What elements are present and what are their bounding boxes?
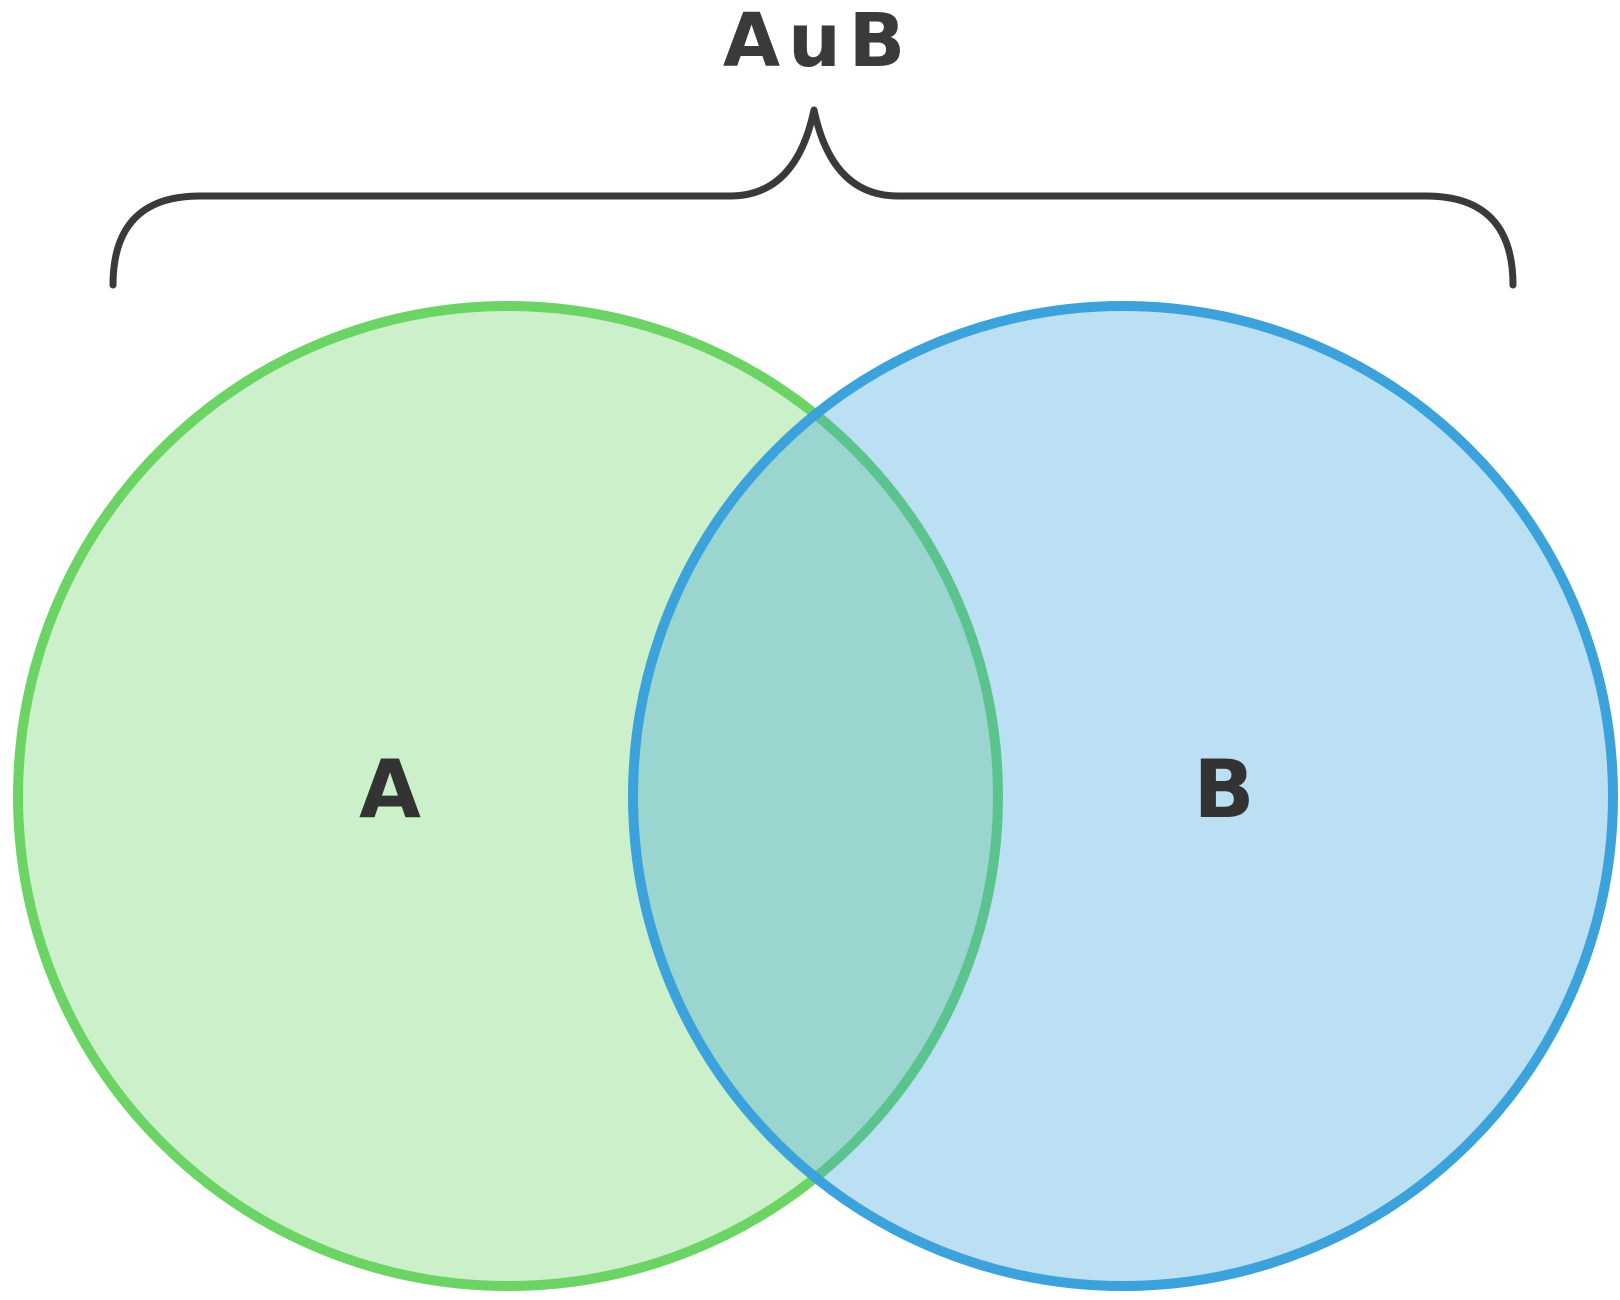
union-brace [109,106,1517,289]
set-b-circle [628,301,1618,1291]
set-b-label: B [1194,743,1255,836]
union-title: AuB [723,0,913,84]
set-a-label: A [359,743,421,836]
set-a-circle [13,301,1003,1291]
